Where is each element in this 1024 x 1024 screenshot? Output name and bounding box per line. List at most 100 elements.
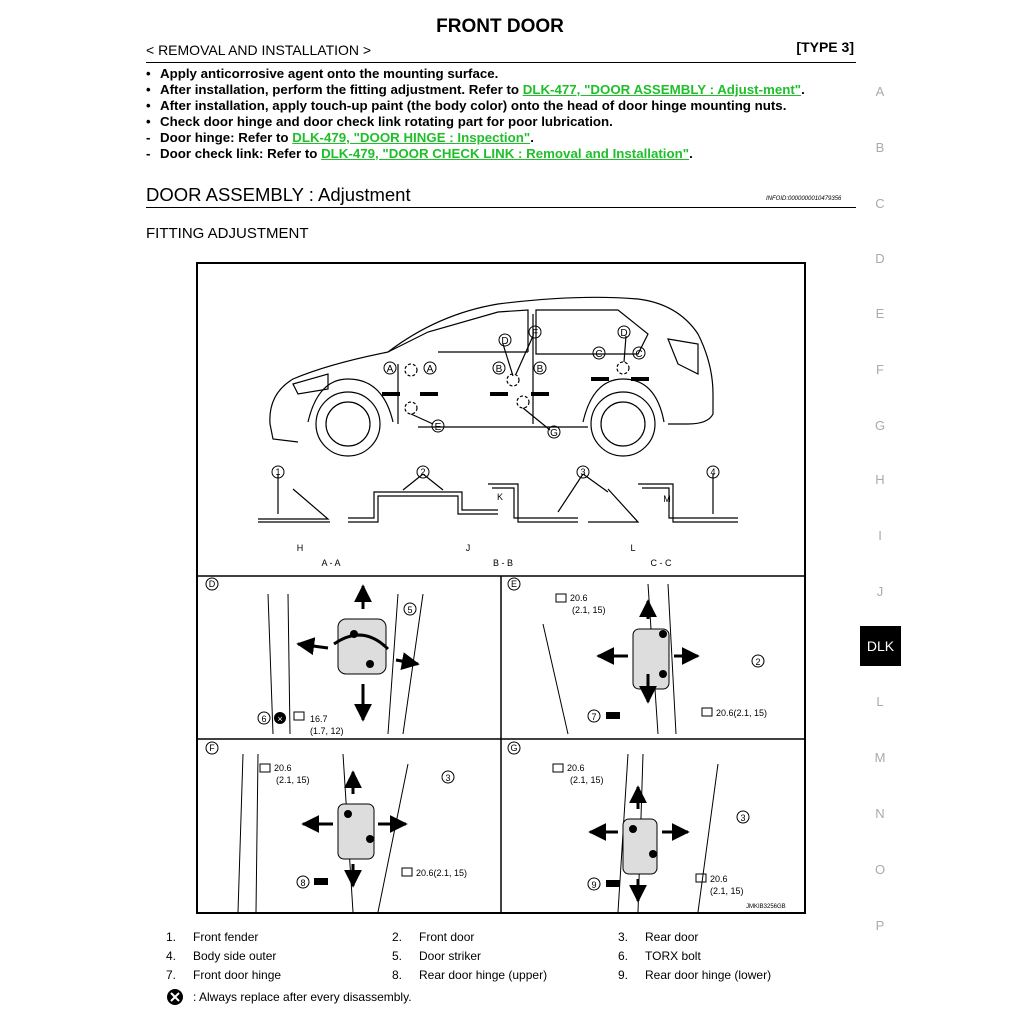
svg-text:3: 3: [580, 467, 585, 477]
side-index-a[interactable]: A: [875, 84, 885, 99]
side-index-h[interactable]: H: [875, 472, 885, 487]
svg-text:D: D: [209, 579, 216, 589]
section-c-label: C - C: [651, 558, 672, 568]
legend-label: Body side outer: [193, 949, 277, 963]
heading-rule: [146, 207, 856, 208]
torque-sub-e: (2.1, 15): [572, 605, 606, 615]
list-item: •Apply anticorrosive agent onto the moun…: [146, 66, 499, 81]
side-index-o[interactable]: O: [874, 862, 886, 877]
link-door-check-link[interactable]: DLK-479, "DOOR CHECK LINK : Removal and …: [321, 146, 690, 161]
legend-num: 6.: [618, 949, 629, 963]
detail-d-striker: 5 6 × 16.7 (1.7, 12): [257, 584, 424, 736]
torque-value-d: 16.7: [310, 714, 328, 724]
svg-text:A: A: [427, 364, 434, 375]
legend-num: 7.: [166, 968, 177, 982]
legend-label: Front door: [419, 930, 475, 944]
detail-e-front-hinge: 20.6 (2.1, 15) 7 20.6(2.1, 15) 2: [542, 583, 767, 735]
svg-text:G: G: [550, 428, 558, 439]
link-door-hinge-inspection[interactable]: DLK-479, "DOOR HINGE : Inspection": [292, 130, 531, 145]
svg-text:4: 4: [710, 467, 715, 477]
torque-inline-e: 20.6(2.1, 15): [716, 708, 767, 718]
svg-text:×: ×: [277, 714, 282, 724]
callout-e-icon: E: [431, 419, 445, 433]
side-index-g[interactable]: G: [874, 418, 886, 433]
replace-icon: ×: [274, 712, 286, 724]
svg-text:F: F: [532, 328, 538, 339]
legend-num: 1.: [166, 930, 177, 944]
svg-text:G: G: [510, 743, 517, 753]
svg-text:E: E: [511, 579, 517, 589]
legend-label: Rear door hinge (lower): [645, 968, 772, 982]
torque-value-e: 20.6: [570, 593, 588, 603]
page-title: FRONT DOOR: [436, 16, 564, 37]
svg-text:6: 6: [261, 714, 266, 724]
side-index-c[interactable]: C: [875, 196, 885, 211]
vehicle-side-view: [269, 296, 714, 457]
legend-num: 4.: [166, 949, 177, 963]
callout-d-rear-icon: D: [617, 325, 631, 339]
section-a-label: A - A: [321, 558, 340, 568]
fitting-adjustment-figure: A A B B C C D F D E G 1 2: [196, 262, 806, 914]
side-index-f[interactable]: F: [876, 362, 884, 377]
svg-text:D: D: [620, 328, 627, 339]
side-index-j[interactable]: J: [876, 584, 884, 599]
side-index-d[interactable]: D: [875, 251, 885, 266]
diagram-svg: A A B B C C D F D E G 1 2: [198, 296, 804, 913]
torque-value-g2: 20.6: [710, 874, 728, 884]
info-id: INFOID:0000000010479356: [766, 196, 842, 202]
torque-inline-f: 20.6(2.1, 15): [416, 868, 467, 878]
svg-text:C: C: [635, 349, 642, 360]
side-index-n[interactable]: N: [875, 806, 885, 821]
svg-text:F: F: [209, 743, 215, 753]
side-index-m[interactable]: M: [874, 750, 886, 765]
torque-sub-f: (2.1, 15): [276, 775, 310, 785]
section-b-label: B - B: [493, 558, 513, 568]
side-index-dlk[interactable]: DLK: [860, 626, 901, 666]
figure-code: JMKIB3256GB: [746, 904, 786, 910]
svg-text:L: L: [630, 543, 635, 553]
callout-b-left-icon: B: [492, 361, 506, 375]
side-index-l[interactable]: L: [876, 694, 884, 709]
list-item: •After installation, apply touch-up pain…: [146, 98, 787, 113]
torque-value-f: 20.6: [274, 763, 292, 773]
callout-d-icon: D: [498, 333, 512, 347]
legend-label: Door striker: [419, 949, 482, 963]
side-index-p[interactable]: P: [875, 918, 885, 933]
svg-text:E: E: [435, 422, 442, 433]
svg-text:3: 3: [740, 813, 745, 823]
svg-text:B: B: [537, 364, 544, 375]
legend-num: 8.: [392, 968, 403, 982]
torque-value-g: 20.6: [567, 763, 585, 773]
svg-text:K: K: [497, 492, 503, 502]
svg-text:7: 7: [591, 712, 596, 722]
svg-text:J: J: [466, 543, 471, 553]
instruction-list: •Apply anticorrosive agent onto the moun…: [146, 66, 858, 162]
svg-text:2: 2: [755, 657, 760, 667]
legend-label: Front fender: [193, 930, 259, 944]
torque-sub-g: (2.1, 15): [570, 775, 604, 785]
link-door-assembly-adjustment[interactable]: DLK-477, "DOOR ASSEMBLY : Adjust-ment": [522, 82, 802, 97]
side-index-i[interactable]: I: [878, 528, 882, 543]
svg-text:9: 9: [591, 880, 596, 890]
callout-a-left-icon: A: [383, 361, 397, 375]
legend-num: 9.: [618, 968, 629, 982]
legend-label: Rear door hinge (upper): [419, 968, 548, 982]
svg-text:2: 2: [420, 467, 425, 477]
list-item: -Door hinge: Refer to DLK-479, "DOOR HIN…: [146, 130, 534, 145]
type-label: [TYPE 3]: [796, 39, 854, 55]
side-index-b[interactable]: B: [875, 140, 885, 155]
callout-f-icon: F: [528, 325, 542, 339]
callout-c-right-icon: C: [632, 346, 646, 360]
side-index-e[interactable]: E: [875, 306, 885, 321]
legend-label: Rear door: [645, 930, 699, 944]
legend-label: TORX bolt: [645, 949, 701, 963]
legend-num: 5.: [392, 949, 403, 963]
legend-num: 2.: [392, 930, 403, 944]
svg-text:5: 5: [407, 605, 412, 615]
header-rule: [146, 62, 856, 63]
detail-g-rear-hinge-lower: 20.6 (2.1, 15) 3 9 20.6 (2.1, 15): [552, 753, 750, 913]
callout-b-right-icon: B: [533, 361, 547, 375]
torque-sub-d: (1.7, 12): [310, 726, 344, 736]
list-item: •Check door hinge and door check link ro…: [146, 114, 613, 129]
replace-icon: [167, 989, 183, 1005]
